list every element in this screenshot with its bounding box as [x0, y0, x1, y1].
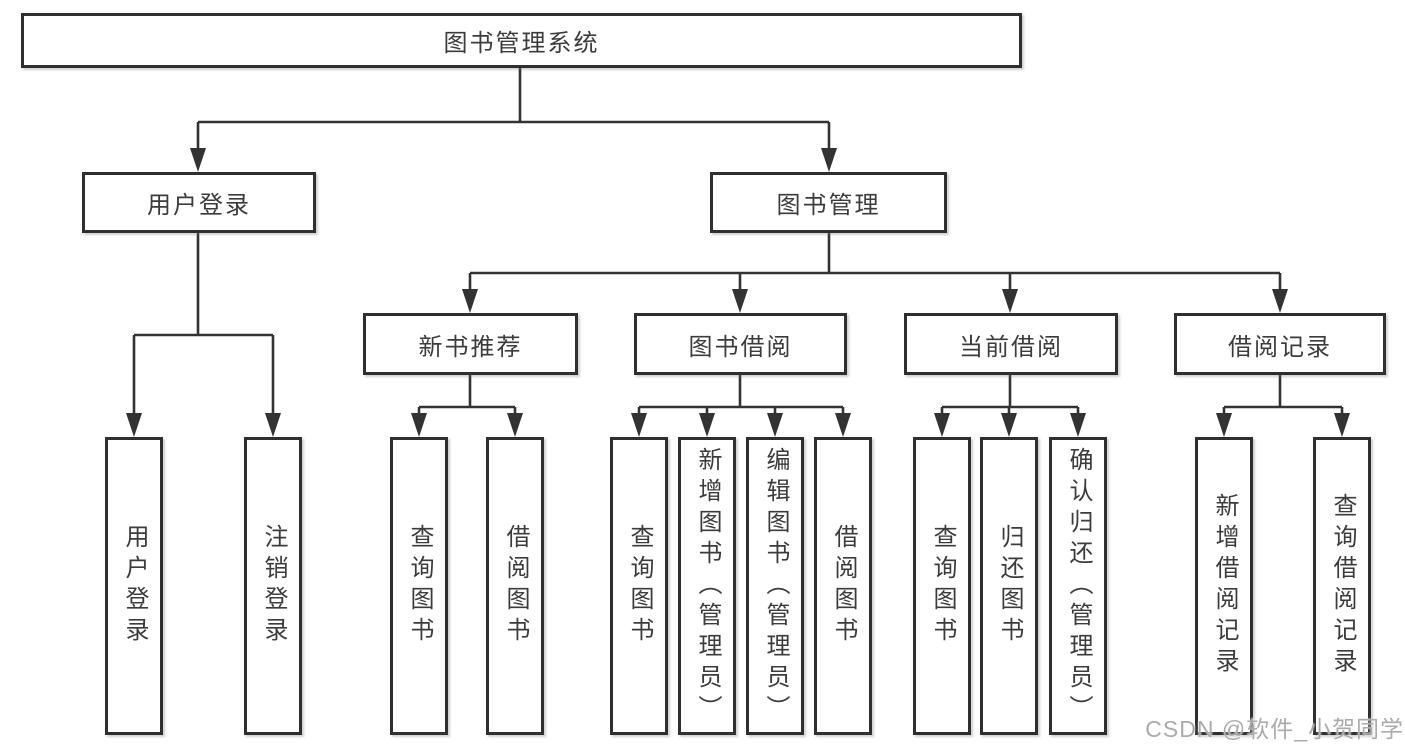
- leaf-return-book: 归还图书: [980, 437, 1038, 735]
- leaf-add-borrow-record: 新增借阅记录: [1195, 437, 1253, 735]
- node-borrow-record: 借阅记录: [1174, 313, 1386, 375]
- node-user-login: 用户登录: [82, 172, 316, 233]
- leaf-label: 借阅图书: [502, 524, 529, 648]
- node-current-borrow: 当前借阅: [904, 313, 1118, 375]
- leaf-label: 查询图书: [626, 524, 653, 648]
- leaf-label: 编辑图书（管理员）: [762, 446, 789, 726]
- leaf-query-book-recommend: 查询图书: [390, 437, 448, 735]
- leaf-edit-book-admin: 编辑图书（管理员）: [746, 437, 804, 735]
- leaf-label: 新增图书（管理员）: [694, 446, 721, 726]
- leaf-label: 查询图书: [929, 524, 956, 648]
- node-new-book-recommend: 新书推荐: [363, 313, 578, 375]
- node-label: 用户登录: [147, 192, 251, 219]
- leaf-confirm-return-admin: 确认归还（管理员）: [1049, 437, 1107, 735]
- leaf-label: 用户登录: [121, 524, 148, 648]
- node-label: 图书管理: [776, 192, 881, 219]
- leaf-query-book-current: 查询图书: [913, 437, 971, 735]
- leaf-borrow-book-recommend: 借阅图书: [486, 437, 544, 735]
- leaf-label: 注销登录: [260, 524, 287, 648]
- leaf-label: 查询借阅记录: [1329, 493, 1356, 679]
- node-label: 图书借阅: [688, 333, 793, 361]
- leaf-label: 借阅图书: [830, 524, 857, 648]
- csdn-watermark: CSDN @软件_小贺同学: [1145, 716, 1404, 742]
- leaf-add-book-admin: 新增图书（管理员）: [678, 437, 736, 735]
- node-book-management: 图书管理: [710, 172, 947, 233]
- leaf-label: 归还图书: [996, 524, 1023, 648]
- leaf-label: 查询图书: [406, 524, 433, 648]
- leaf-user-login: 用户登录: [105, 437, 163, 735]
- leaf-label: 确认归还（管理员）: [1065, 446, 1092, 726]
- node-label: 图书管理系统: [443, 30, 600, 57]
- node-book-borrow: 图书借阅: [634, 313, 847, 375]
- leaf-borrow-book: 借阅图书: [814, 437, 872, 735]
- arrowheads: [126, 148, 1350, 437]
- node-label: 借阅记录: [1228, 333, 1332, 361]
- leaf-label: 新增借阅记录: [1211, 493, 1238, 679]
- leaf-query-book-borrow: 查询图书: [610, 437, 668, 735]
- node-label: 当前借阅: [959, 333, 1063, 361]
- leaf-logout: 注销登录: [244, 437, 302, 735]
- node-label: 新书推荐: [418, 333, 523, 361]
- leaf-query-borrow-record: 查询借阅记录: [1313, 437, 1371, 735]
- node-library-management-system: 图书管理系统: [21, 13, 1022, 68]
